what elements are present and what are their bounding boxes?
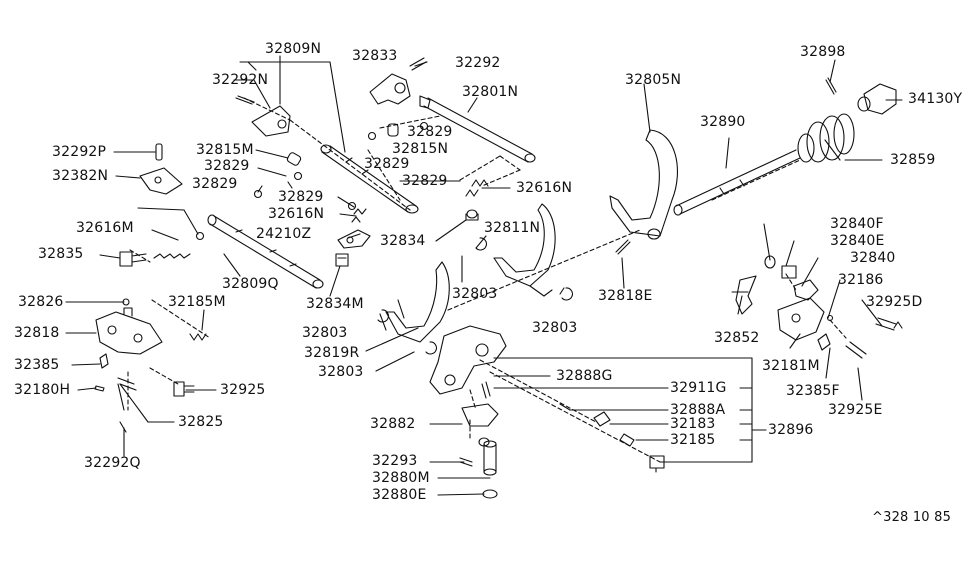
fork-bracket-32292n — [235, 95, 291, 137]
shift-shaft-32890 — [673, 149, 801, 216]
label-32829-b: 32829 — [364, 156, 410, 172]
shift-rod-32809n — [320, 144, 419, 214]
label-32825: 32825 — [178, 414, 224, 430]
label-32835: 32835 — [38, 246, 84, 262]
label-32834m: 32834M — [306, 296, 364, 312]
label-32888a: 32888A — [670, 402, 726, 418]
pin-32815n — [286, 123, 399, 166]
label-32880e: 32880E — [372, 487, 427, 503]
label-32186: 32186 — [838, 272, 884, 288]
control-housing-32896 — [429, 325, 507, 395]
label-32829-c: 32829 — [204, 158, 250, 174]
label-32815n: 32815N — [392, 141, 449, 157]
label-32818e: 32818E — [598, 288, 653, 304]
label-32803-b: 32803 — [532, 320, 578, 336]
label-32803-c: 32803 — [302, 325, 348, 341]
shift-rod-32801n — [419, 95, 536, 163]
label-32811n: 32811N — [484, 220, 541, 236]
label-32890: 32890 — [700, 114, 746, 130]
label-32385f: 32385F — [786, 383, 840, 399]
label-32852: 32852 — [714, 330, 760, 346]
label-32829-a: 32829 — [407, 124, 453, 140]
label-32819r: 32819R — [304, 345, 360, 361]
snap-rings-32803 — [377, 237, 573, 355]
shaft-32880m — [482, 440, 498, 499]
label-32880m: 32880M — [372, 470, 430, 486]
label-32911g: 32911G — [670, 380, 727, 396]
label-32616n-b: 32616N — [268, 206, 325, 222]
clip-24210z — [337, 229, 371, 249]
bracket-32818 — [95, 307, 207, 355]
label-32809q: 32809Q — [222, 276, 279, 292]
label-32882: 32882 — [370, 416, 416, 432]
label-32293: 32293 — [372, 453, 418, 469]
label-32896: 32896 — [768, 422, 814, 438]
label-32840e: 32840E — [830, 233, 885, 249]
leader-lines — [65, 55, 903, 496]
label-32833: 32833 — [352, 48, 398, 64]
label-32840: 32840 — [850, 250, 896, 266]
label-32292p: 32292P — [52, 144, 107, 160]
label-32829-e: 32829 — [192, 176, 238, 192]
bushing-32834 — [465, 209, 479, 221]
label-32925: 32925 — [220, 382, 266, 398]
pin-32818e — [615, 239, 631, 255]
label-32859: 32859 — [890, 152, 936, 168]
label-32292n: 32292N — [212, 72, 269, 88]
lever-32882 — [461, 403, 499, 447]
label-32180h: 32180H — [14, 382, 71, 398]
label-32181m: 32181M — [762, 358, 820, 374]
label-32185: 32185 — [670, 432, 716, 448]
label-32185m: 32185M — [168, 294, 226, 310]
label-32616n-a: 32616N — [516, 180, 573, 196]
label-32840f: 32840F — [830, 216, 884, 232]
label-32292q: 32292Q — [84, 455, 141, 471]
boot-32859 — [797, 113, 855, 163]
label-32829-f: 32829 — [278, 189, 324, 205]
label-32616m: 32616M — [76, 220, 134, 236]
pins-32385-32180h — [94, 353, 195, 433]
pin-32293 — [459, 457, 473, 467]
label-32888g: 32888G — [556, 368, 613, 384]
label-32183: 32183 — [670, 416, 716, 432]
label-32818: 32818 — [14, 325, 60, 341]
label-32805n: 32805N — [625, 72, 682, 88]
shift-rod-32809q — [207, 214, 324, 289]
label-32826: 32826 — [18, 294, 64, 310]
label-32809n: 32809N — [265, 41, 322, 57]
reference-code: ^328 10 85 — [872, 510, 952, 525]
label-24210z: 24210Z — [256, 226, 312, 242]
label-32801n: 32801N — [462, 84, 519, 100]
selector-32833 — [369, 57, 427, 105]
selector-32840-group — [731, 255, 819, 315]
bolt-32835 — [119, 251, 147, 267]
label-32815m: 32815M — [196, 142, 254, 158]
small-balls — [122, 121, 834, 322]
label-32292: 32292 — [455, 55, 501, 71]
shift-fork-32819r — [385, 261, 450, 343]
label-32382n: 32382N — [52, 168, 109, 184]
shift-fork-32811n — [493, 203, 556, 297]
label-32925e: 32925E — [828, 402, 883, 418]
bracket-32181m — [777, 297, 903, 359]
control-small-parts — [481, 381, 665, 473]
lever-end-34130y — [825, 77, 897, 115]
shift-fork-32805n — [609, 129, 679, 240]
label-32834: 32834 — [380, 233, 426, 249]
label-32925d: 32925D — [866, 294, 923, 310]
bushing-32834m — [335, 253, 349, 267]
springs — [153, 179, 489, 259]
label-32898: 32898 — [800, 44, 846, 60]
assembly-dash-lines — [127, 97, 847, 463]
plunger-32382n — [139, 143, 183, 195]
label-32829-d: 32829 — [402, 173, 448, 189]
label-32803-d: 32803 — [318, 364, 364, 380]
label-32803-a: 32803 — [452, 286, 498, 302]
label-34130y: 34130Y — [908, 91, 963, 107]
label-32385: 32385 — [14, 357, 60, 373]
